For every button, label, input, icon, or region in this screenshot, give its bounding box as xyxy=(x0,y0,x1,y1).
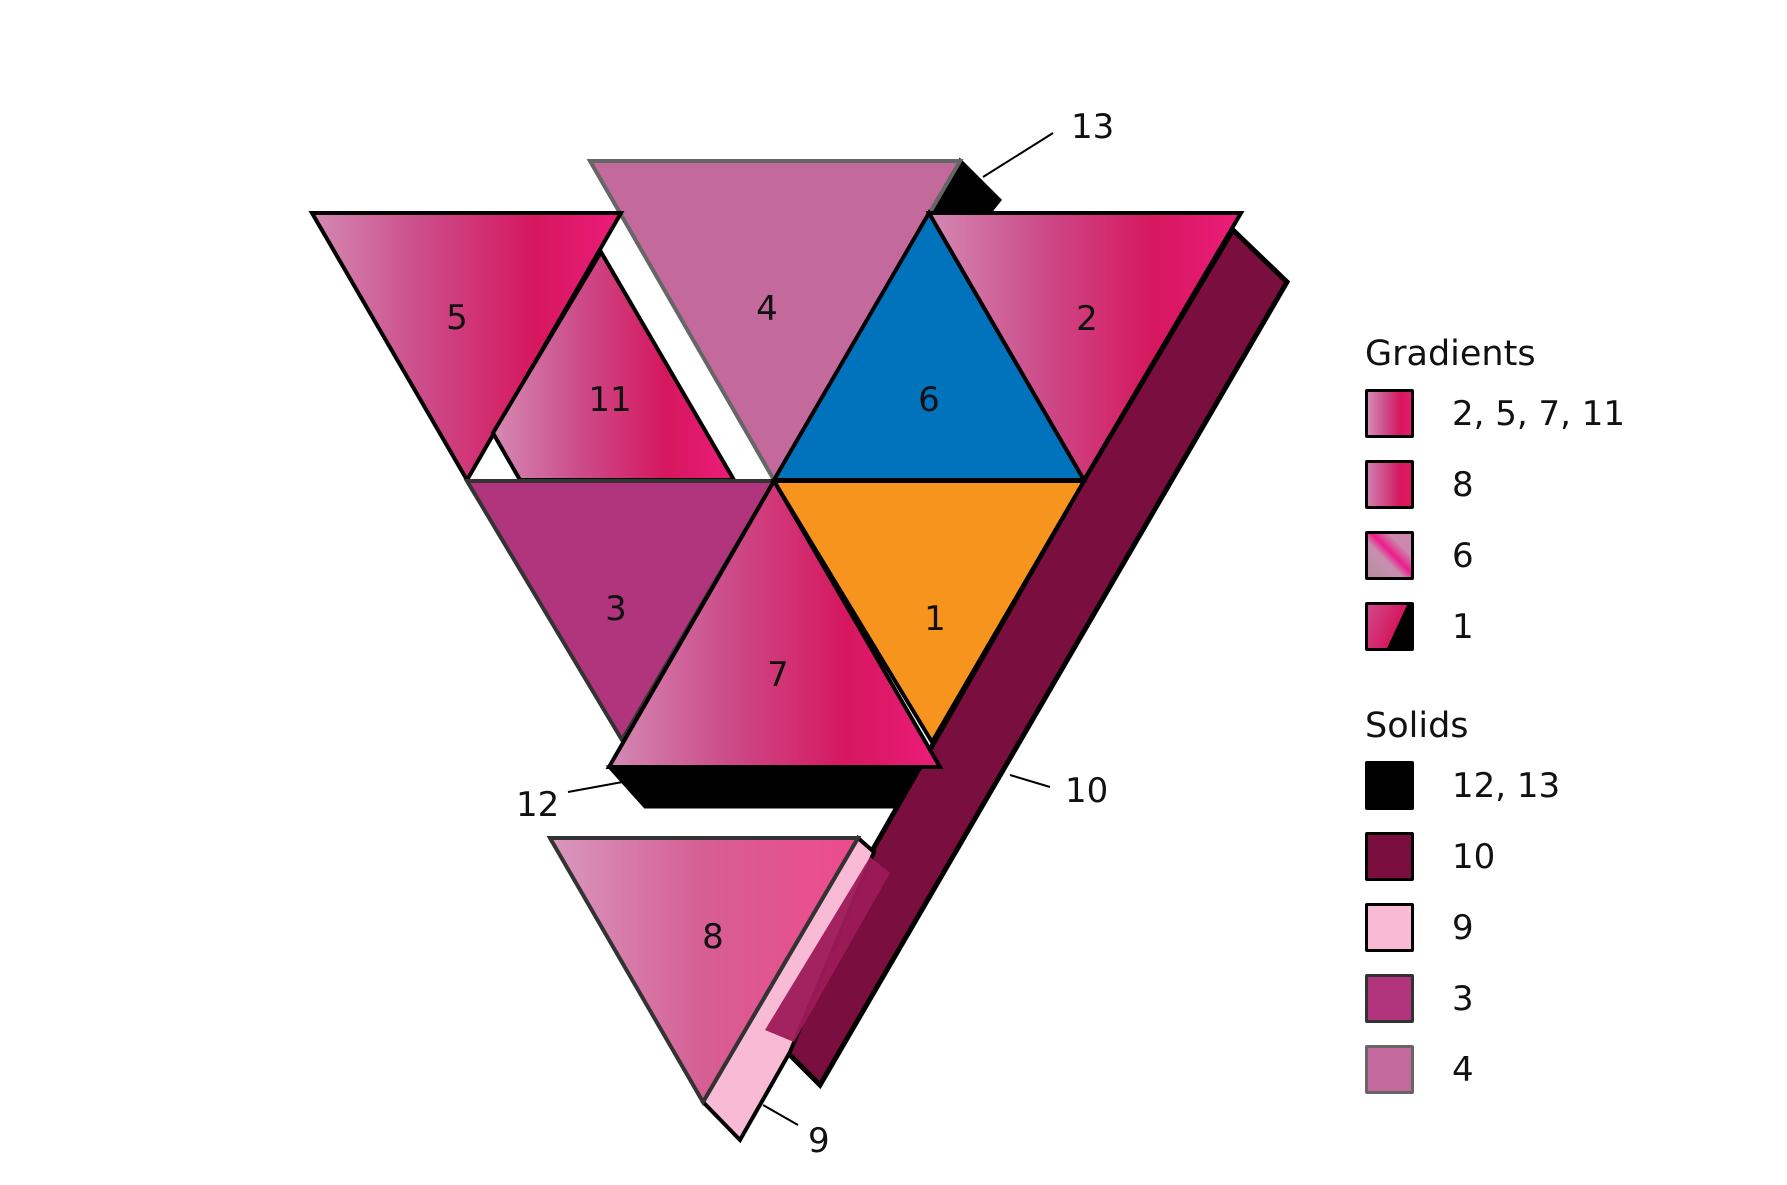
callout-label-10: 10 xyxy=(1065,771,1108,811)
legend-item-label: 12, 13 xyxy=(1452,765,1561,806)
swatch-light-pink xyxy=(1365,903,1414,952)
legend-solids-title: Solids xyxy=(1365,706,1469,746)
label-piece-5: 5 xyxy=(446,298,468,338)
legend-item-label: 6 xyxy=(1452,535,1474,576)
piece-12 xyxy=(605,765,919,809)
swatch-black xyxy=(1365,761,1414,810)
swatch-gradient-black-corner xyxy=(1365,602,1414,651)
label-piece-3: 3 xyxy=(605,589,627,629)
legend-item-label: 2, 5, 7, 11 xyxy=(1452,393,1626,434)
callout-label-13: 13 xyxy=(1071,107,1114,147)
legend-item-label: 3 xyxy=(1452,978,1474,1019)
legend-item: 12, 13 xyxy=(1365,750,1745,821)
legend-item-label: 10 xyxy=(1452,836,1496,877)
legend-item-label: 8 xyxy=(1452,464,1474,505)
legend: Gradients 2, 5, 7, 11 8 6 1 Solids 12, 1… xyxy=(1365,330,1745,1145)
callout-label-9: 9 xyxy=(808,1121,830,1161)
label-piece-2: 2 xyxy=(1076,299,1098,339)
legend-gradients: Gradients 2, 5, 7, 11 8 6 1 xyxy=(1365,330,1745,662)
label-piece-6: 6 xyxy=(918,380,940,420)
legend-item: 8 xyxy=(1365,449,1745,520)
callout-line-12 xyxy=(567,780,629,793)
legend-item: 1 xyxy=(1365,591,1745,662)
legend-item: 3 xyxy=(1365,963,1745,1034)
legend-item: 6 xyxy=(1365,520,1745,591)
legend-item: 2, 5, 7, 11 xyxy=(1365,378,1745,449)
piece-2 xyxy=(925,211,1245,484)
swatch-plum xyxy=(1365,832,1414,881)
legend-item: 10 xyxy=(1365,821,1745,892)
label-piece-7: 7 xyxy=(767,655,789,695)
legend-item: 9 xyxy=(1365,892,1745,963)
legend-item-label: 9 xyxy=(1452,907,1474,948)
label-piece-1: 1 xyxy=(924,599,946,639)
legend-solids: Solids 12, 13 10 9 3 4 xyxy=(1365,702,1745,1105)
label-piece-4: 4 xyxy=(756,289,778,329)
callout-line-9 xyxy=(762,1104,799,1126)
swatch-diagonal-gradient xyxy=(1365,531,1414,580)
label-piece-8: 8 xyxy=(702,917,724,957)
legend-gradients-title: Gradients xyxy=(1365,334,1536,374)
piece-10-overlap xyxy=(765,857,890,1042)
legend-item-label: 1 xyxy=(1452,606,1474,647)
legend-item-label: 4 xyxy=(1452,1049,1474,1090)
callout-line-10 xyxy=(1009,774,1051,788)
swatch-magenta xyxy=(1365,974,1414,1023)
piece-7 xyxy=(605,477,944,769)
callout-label-12: 12 xyxy=(516,785,559,825)
swatch-pink-gradient-light xyxy=(1365,460,1414,509)
swatch-pink-gradient xyxy=(1365,389,1414,438)
piece-1 xyxy=(770,479,1088,746)
piece-8 xyxy=(546,836,862,1106)
callout-line-13 xyxy=(982,132,1054,178)
swatch-mauve xyxy=(1365,1045,1414,1094)
label-piece-11: 11 xyxy=(588,380,631,420)
legend-item: 4 xyxy=(1365,1034,1745,1105)
